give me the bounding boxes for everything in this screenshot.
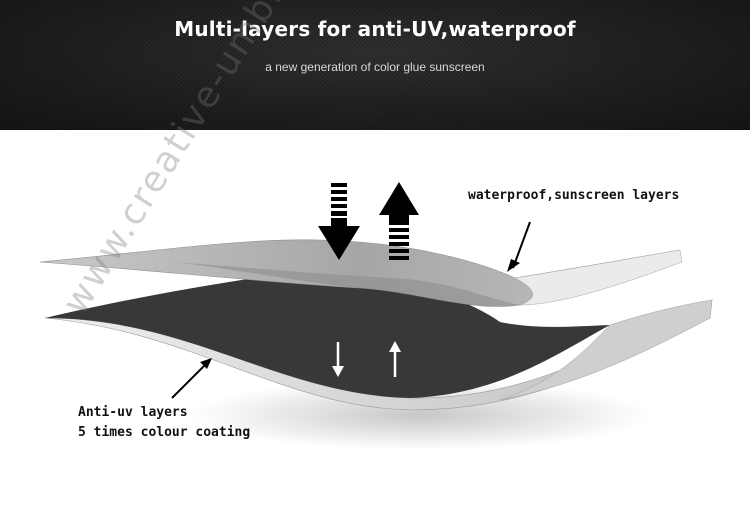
small-arrow-up-icon — [389, 341, 401, 377]
floor-shadow — [190, 380, 650, 450]
pointer-arrow-icon — [507, 221, 531, 272]
pointer-arrow-icon-bottom — [171, 358, 212, 399]
anti-uv-label-line2: 5 times colour coating — [78, 425, 251, 440]
arrow-up-icon — [379, 182, 419, 260]
arrow-down-icon — [318, 183, 360, 260]
anti-uv-label-line1: Anti-uv layers — [78, 405, 188, 420]
bottom-layer — [45, 271, 610, 398]
top-layer-edge — [514, 249, 683, 306]
page-title: Multi-layers for anti-UV,waterproof — [174, 17, 576, 41]
top-layer-fold — [175, 262, 520, 307]
page-subtitle: a new generation of color glue sunscreen — [265, 60, 485, 74]
waterproof-label: waterproof,sunscreen layers — [468, 188, 680, 203]
small-arrow-down-icon — [332, 342, 344, 377]
anti-uv-label: Anti-uv layers 5 times colour coating — [78, 403, 250, 443]
header-banner — [0, 0, 750, 130]
bottom-layer-edge-right — [499, 299, 713, 401]
